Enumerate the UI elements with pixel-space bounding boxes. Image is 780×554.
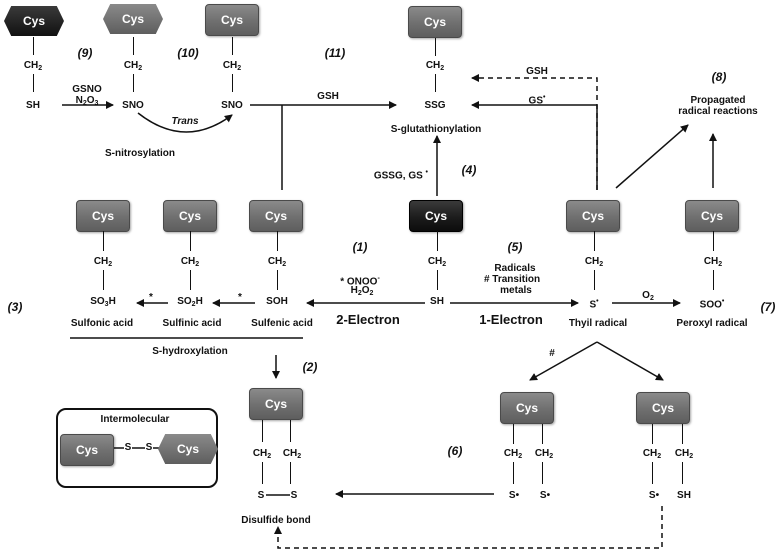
h2o2-label: H2O2 [350,285,374,297]
step-number-10: (10) [177,46,199,60]
sh-label-bottom: SH [677,490,691,501]
metals-label: metals [500,285,532,296]
s-nitrosylation-label: S-nitrosylation [104,148,176,159]
sno-label-2: SNO [221,100,243,111]
inter-s-2: S [145,442,153,453]
onoo-label: * ONOO- [340,275,380,288]
cys-badge-hex-sno: Cys [103,4,163,34]
peroxyl-radical-label: Peroxyl radical [676,318,748,329]
step-number-7: (7) [760,300,776,314]
cys-badge-sulfenic: Cys [249,200,303,232]
cys-badge-radical-sh: Cys [636,392,690,424]
o2-label: O2 [642,290,654,302]
gssg-gs-label: GSSG, GS • [373,169,428,182]
s-hydroxylation-label: S-hydroxylation [152,346,228,357]
gsh-label-2: GSH [526,66,548,77]
propagated-label: Propagated [690,95,746,106]
step-number-2: (2) [302,360,318,374]
sulfinic-acid-label: Sulfinic acid [162,318,222,329]
arrow-dashed-bottom [274,506,663,549]
step-number-11: (11) [324,46,346,60]
star-1: * [149,292,153,303]
sno-label-1: SNO [122,100,144,111]
gsno-label: GSNO [72,84,102,95]
cys-badge-sno-2: Cys [205,4,259,36]
sulfenic-acid-label: Sulfenic acid [251,318,313,329]
so3h-label: SO3H [90,296,116,308]
cys-badge-disulfide: Cys [249,388,303,420]
disulfide-bond-label: Disulfide bond [241,515,311,526]
cys-badge-thiyl: Cys [566,200,620,232]
arrow-gsh-dashed [471,74,598,190]
star-2: * [238,292,242,303]
s-radical-left: S• [508,490,520,501]
step-number-9: (9) [77,46,93,60]
s-glutathionylation-label: S-glutathionylation [390,124,482,135]
cys-badge-inter-left: Cys [60,434,114,466]
cys-badge-peroxyl: Cys [685,200,739,232]
hash-label: # [549,348,555,359]
gsh-label-1: GSH [317,91,339,102]
s-radical-label: S• [589,298,599,311]
arrow-to-propagated [615,124,689,189]
step-number-8: (8) [711,70,727,84]
s-radical-single: S• [648,490,660,501]
ssg-label: SSG [424,100,446,111]
radicals-label: Radicals [494,263,536,274]
step-number-6: (6) [447,444,463,458]
s-right-label: S [290,490,298,501]
transition-label: # Transition [483,274,541,285]
so2h-label: SO2H [177,296,203,308]
sulfonic-acid-label: Sulfonic acid [70,318,134,329]
cys-badge-sulfonic: Cys [76,200,130,232]
cys-badge-sulfinic: Cys [163,200,217,232]
n2o3-label: N2O3 [75,95,99,107]
sh-label-top: SH [26,100,40,111]
gs-radical-label: GS• [528,94,546,107]
soo-label: SOO• [699,298,725,311]
cys-badge-center: Cys [409,200,463,232]
one-electron-label: 1-Electron [479,312,543,327]
step-number-5: (5) [507,240,523,254]
thiyl-radical-label: Thyil radical [568,318,628,329]
s-left-label: S [257,490,265,501]
step-number-1: (1) [352,240,368,254]
s-radical-right: S• [539,490,551,501]
sh-label-center: SH [430,296,444,307]
cys-badge-two-radicals: Cys [500,392,554,424]
intermolecular-label: Intermolecular [100,414,170,425]
arrow-thiyl-right [596,341,664,381]
soh-label: SOH [266,296,288,307]
cys-badge-inter-right: Cys [158,434,218,464]
trans-label: Trans [171,116,199,127]
two-electron-label: 2-Electron [336,312,400,327]
step-number-4: (4) [461,163,477,177]
arrow-trans [137,112,233,133]
inter-s-1: S [124,442,132,453]
step-number-3: (3) [7,300,23,314]
arrow-thiyl-left [529,341,598,381]
radical-reactions-label: radical reactions [678,106,758,117]
cys-badge-dark-hex: Cys [4,6,64,36]
cys-badge-ssg: Cys [408,6,462,38]
